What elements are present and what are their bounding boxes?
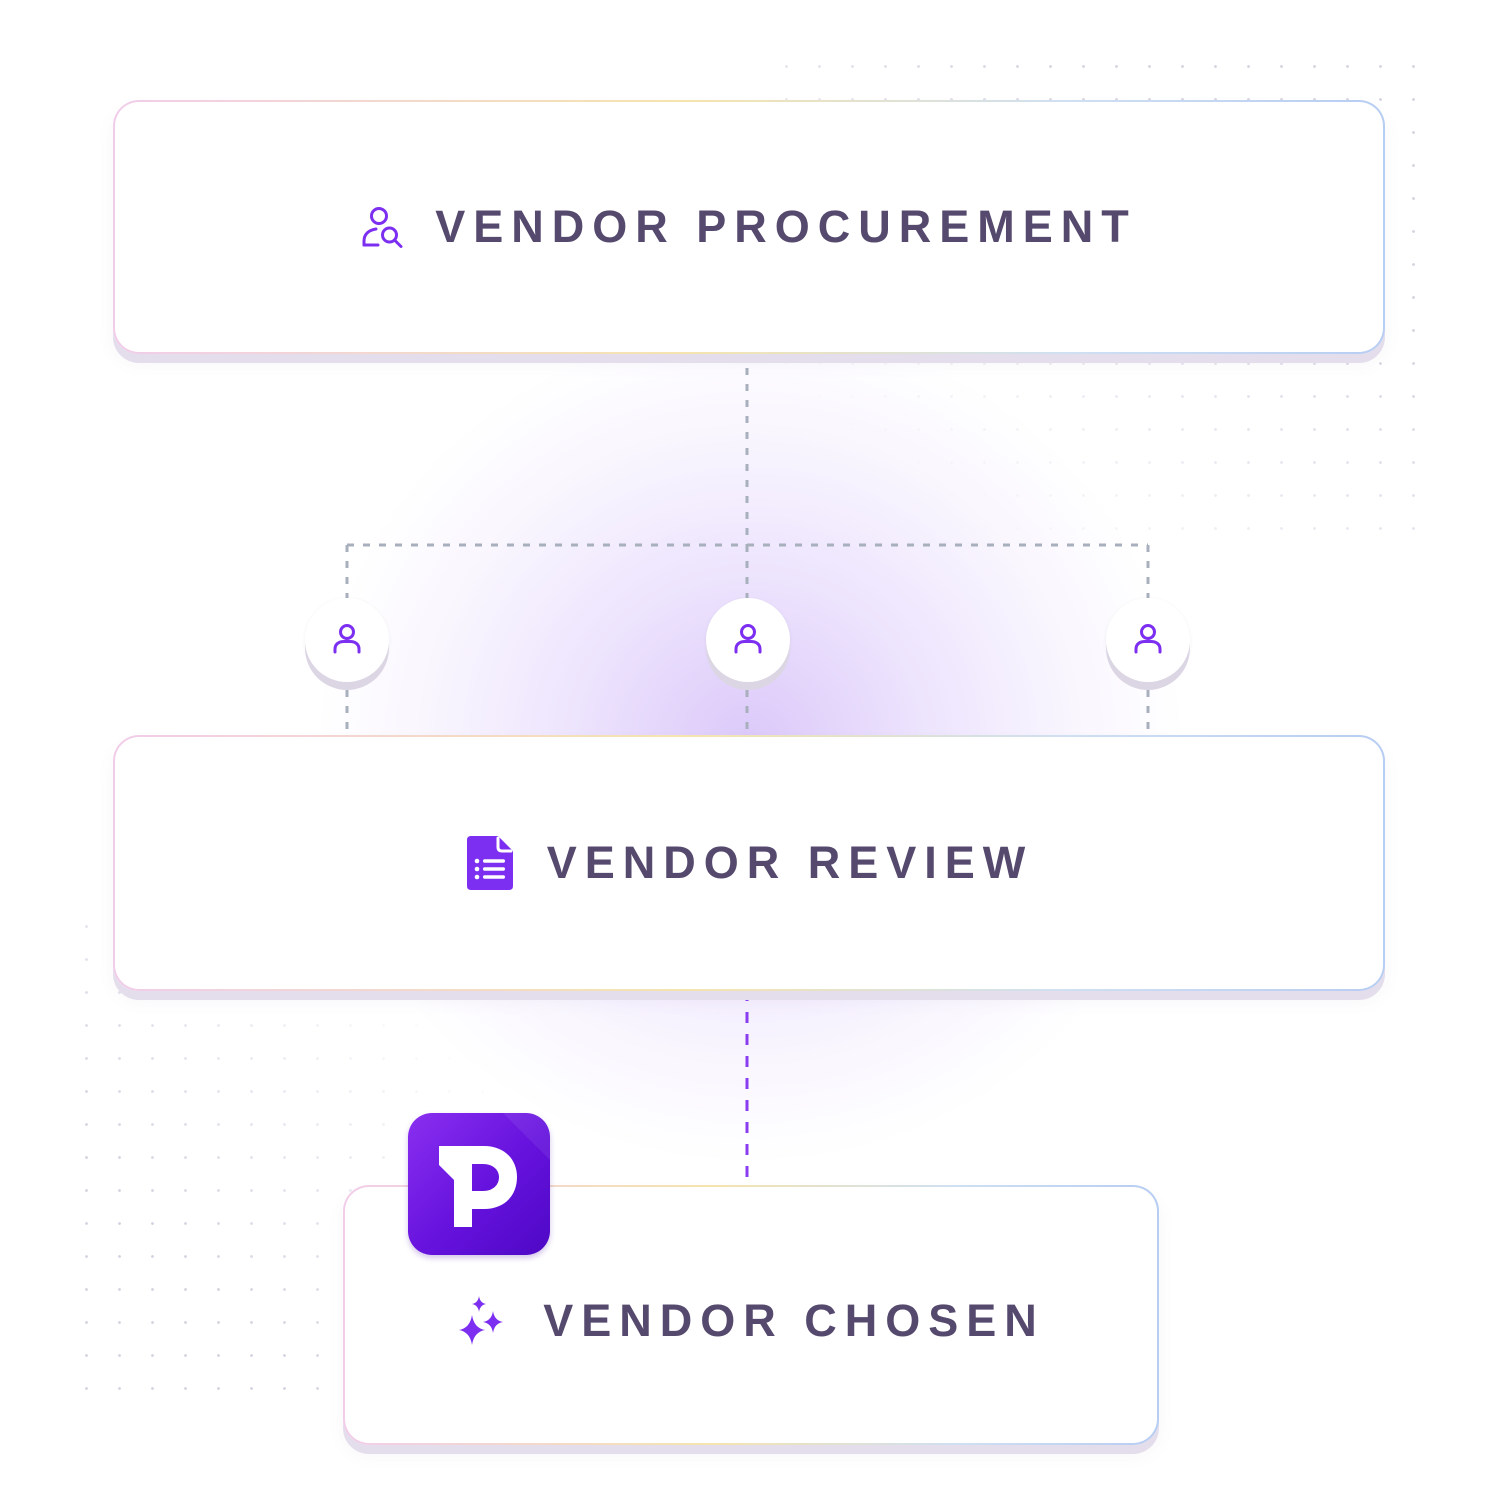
vendor-procurement-card: VENDOR PROCUREMENT (113, 100, 1385, 354)
reviewer-avatar-right (1106, 598, 1190, 682)
sparkles-icon (457, 1295, 509, 1347)
vendor-review-card: VENDOR REVIEW (113, 735, 1385, 991)
user-icon (1132, 622, 1164, 659)
reviewer-avatar-center (706, 598, 790, 682)
vendor-review-title: VENDOR REVIEW (546, 837, 1034, 888)
reviewer-avatar-left (305, 598, 389, 682)
user-search-icon (361, 205, 405, 249)
app-logo (408, 1113, 550, 1255)
vendor-chosen-title: VENDOR CHOSEN (543, 1295, 1045, 1346)
user-icon (732, 622, 764, 659)
vendor-procurement-title: VENDOR PROCUREMENT (435, 201, 1137, 252)
document-list-icon (465, 834, 515, 892)
user-icon (331, 622, 363, 659)
p-logo-icon (439, 1113, 550, 1227)
